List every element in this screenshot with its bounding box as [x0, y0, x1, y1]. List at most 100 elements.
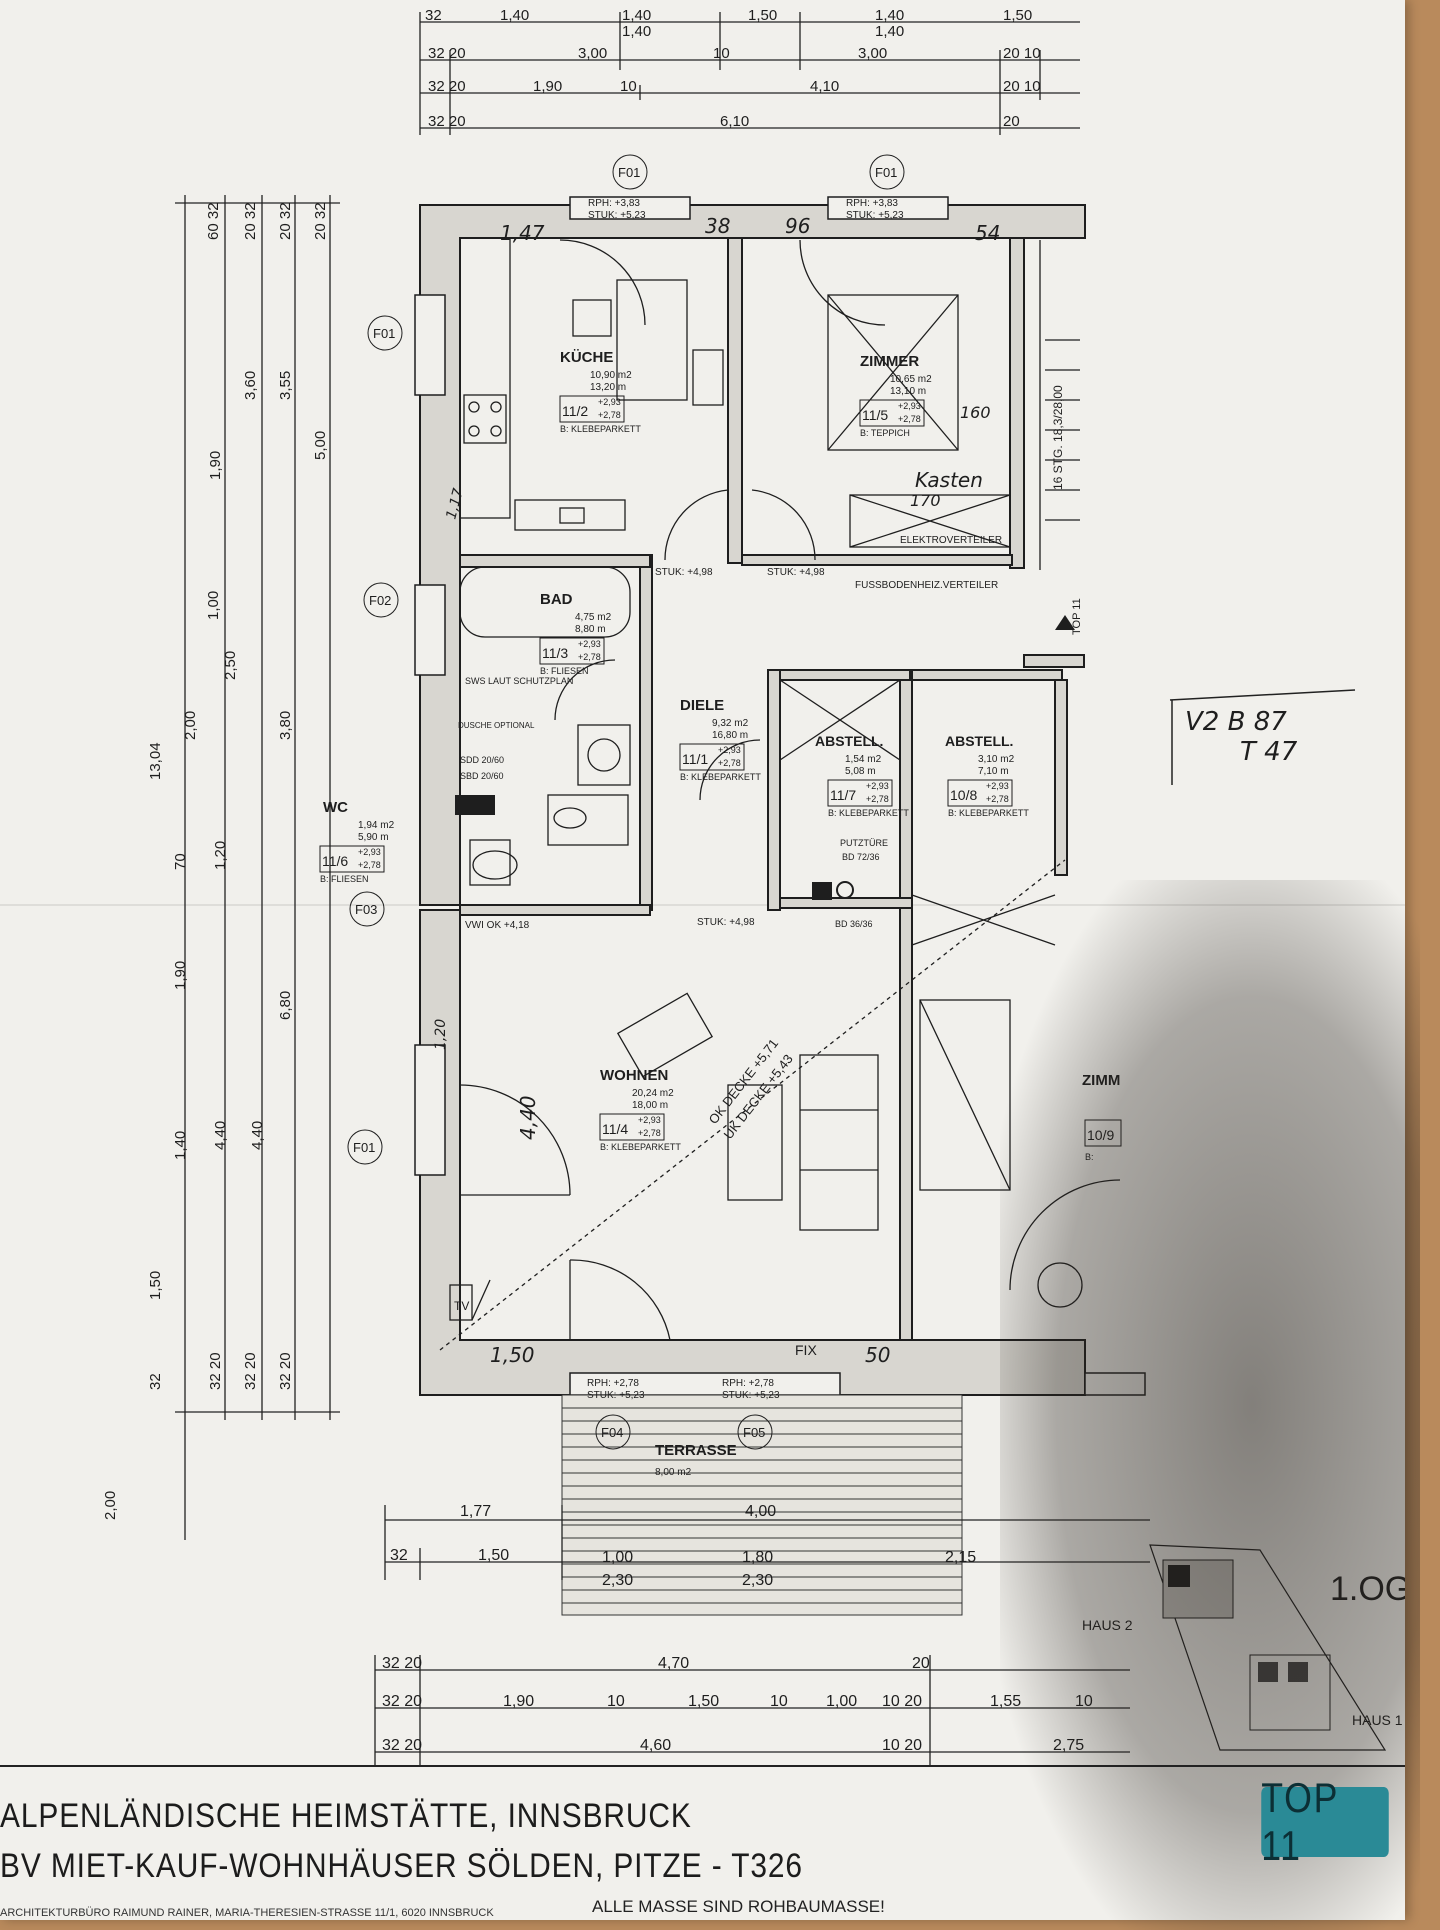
room-h1: +2,93 [578, 639, 601, 649]
hw-text: 1,20 [433, 1019, 449, 1050]
hw-text: 160 [960, 403, 991, 422]
room-code: 11/6 [322, 853, 348, 869]
dim-text: 32 20 [428, 113, 466, 130]
haus2-label: HAUS 2 [1082, 1617, 1133, 1633]
dim-text: 4,00 [745, 1503, 776, 1520]
room-ru: 5,90 m [358, 832, 389, 843]
room-ru: 13,20 m [590, 382, 626, 393]
room-area: 1,54 m2 [845, 754, 882, 765]
hw-text: 1,50 [490, 1343, 535, 1367]
floor-label: 1.OG [1330, 1570, 1405, 1608]
room-floor: B: KLEBEPARKETT [600, 1142, 681, 1152]
room-h2: +2,78 [718, 758, 741, 768]
dim-text: 2,00 [102, 1491, 119, 1520]
dim-text: 2,50 [222, 651, 239, 680]
dim-text: 1,50 [748, 7, 777, 24]
dim-text: 6,80 [277, 991, 294, 1020]
dim-text: 1,90 [172, 961, 189, 990]
room-h2: +2,78 [358, 860, 381, 870]
room-h2: +2,78 [986, 794, 1009, 804]
top11-arrow [1055, 615, 1075, 630]
hw-text: 50 [865, 1343, 890, 1367]
dim-text: 2,30 [742, 1572, 773, 1589]
stuk-label: STUK: +4,98 [655, 567, 713, 578]
room-zimm: ZIMM 10/9 B: [1082, 1072, 1122, 1162]
room-h2: +2,78 [898, 414, 921, 424]
dim-text: 1,00 [826, 1693, 857, 1710]
room-h1: +2,93 [986, 781, 1009, 791]
room-wc: WC 1,94 m2 5,90 m 11/6 +2,93 +2,78 B: FL… [319, 799, 395, 884]
top11-label: TOP 11 [1071, 598, 1083, 635]
dim-text: 70 [172, 853, 189, 870]
room-floor: B: FLIESEN [540, 666, 589, 676]
dim-text: 10 [713, 45, 730, 62]
room-area: 9,32 m2 [712, 718, 749, 729]
dim-text: 1,90 [533, 78, 562, 95]
hw-text: T 47 [1240, 737, 1298, 767]
dim-text: 32 20 [207, 1352, 224, 1390]
dim-text: 1,40 [622, 7, 651, 24]
sdd-label: SDD 20/60 [460, 755, 504, 765]
room-floor: B: KLEBEPARKETT [680, 772, 761, 782]
dusche-label: DUSCHE OPTIONAL [458, 721, 535, 730]
room-abstell-2: ABSTELL. 3,10 m2 7,10 m 10/8 +2,93 +2,78… [945, 733, 1029, 818]
stuk-label: STUK: +5,23 [587, 1390, 645, 1401]
dim-text: 32 20 [242, 1352, 259, 1390]
room-kueche: KÜCHE 10,90 m2 13,20 m 11/2 +2,93 +2,78 … [559, 349, 641, 434]
dim-text: 1,40 [875, 23, 904, 40]
room-h1: +2,93 [598, 397, 621, 407]
hw-text: 1,47 [500, 221, 545, 245]
room-name: TERRASSE [655, 1442, 737, 1459]
rph-label: RPH: +2,78 [587, 1378, 639, 1389]
stuk-label: STUK: +5,23 [588, 210, 646, 221]
room-floor: B: KLEBEPARKETT [560, 424, 641, 434]
room-floor: B: KLEBEPARKETT [828, 808, 909, 818]
room-h2: +2,78 [866, 794, 889, 804]
dim-text: 3,55 [277, 371, 294, 400]
room-code: 11/5 [862, 407, 888, 423]
top-dimensions [419, 12, 1080, 135]
room-area: 4,75 m2 [575, 612, 612, 623]
site-map-inset: HAUS 2 HAUS 1 1.OG [1082, 1544, 1405, 1751]
dim-text: 32 20 [428, 78, 466, 95]
dim-text: 20 32 [242, 202, 259, 240]
room-name: DIELE [680, 697, 724, 714]
vwi-label: VWI OK +4,18 [465, 920, 530, 931]
shaft [836, 881, 854, 899]
dim-text: 1,77 [460, 1503, 491, 1520]
room-abstell-1: ABSTELL. 1,54 m2 5,08 m 11/7 +2,93 +2,78… [815, 733, 909, 818]
dim-text: 2,30 [602, 1572, 633, 1589]
handwritten-notes: Kasten 170 160 1,47 38 96 54 1,50 50 4,4… [433, 214, 1298, 1367]
room-code: 11/1 [682, 751, 708, 767]
title-block: ALPENLÄNDISCHE HEIMSTÄTTE, INNSBRUCK BV … [0, 1765, 1405, 1922]
hw-text: 54 [975, 221, 1000, 245]
dim-text: 32 20 [382, 1655, 422, 1672]
dim-text: 10 20 [882, 1737, 922, 1754]
room-code: 11/4 [602, 1121, 628, 1137]
room-code: 11/2 [562, 403, 588, 419]
hw-text: 38 [705, 214, 730, 238]
room-code: 11/7 [830, 787, 856, 803]
room-wohnen: WOHNEN 20,24 m2 18,00 m 11/4 +2,93 +2,78… [599, 1067, 681, 1152]
room-area: 3,10 m2 [978, 754, 1015, 765]
dim-text: 1,90 [207, 451, 224, 480]
dim-text: 32 20 [428, 45, 466, 62]
dim-text: 1,00 [602, 1549, 633, 1566]
dim-text: 20 [912, 1655, 930, 1672]
room-name: ABSTELL. [815, 733, 883, 749]
stair-label: 16 STG. 18,3/28,00 [1051, 385, 1065, 490]
room-name: KÜCHE [560, 349, 613, 366]
dim-text: 4,70 [658, 1655, 689, 1672]
room-name: BAD [540, 591, 573, 608]
stuk-label: STUK: +5,23 [722, 1390, 780, 1401]
room-area: 10,90 m2 [590, 370, 632, 381]
room-h1: +2,93 [638, 1115, 661, 1125]
dim-text: 20 10 [1003, 78, 1041, 95]
top-dimension-text: 32 1,40 1,40 1,40 1,50 1,40 1,40 1,50 32… [425, 7, 1041, 130]
dim-text: 10 [770, 1693, 788, 1710]
window-tag: F03 [355, 902, 377, 917]
dim-text: 2,75 [1053, 1737, 1084, 1754]
dim-text: 60 32 [205, 202, 222, 240]
floor-plan: 32 1,40 1,40 1,40 1,50 1,40 1,40 1,50 32… [102, 7, 1405, 1765]
title-line-2: BV MIET-KAUF-WOHNHÄUSER SÖLDEN, PITZE - … [0, 1847, 803, 1885]
